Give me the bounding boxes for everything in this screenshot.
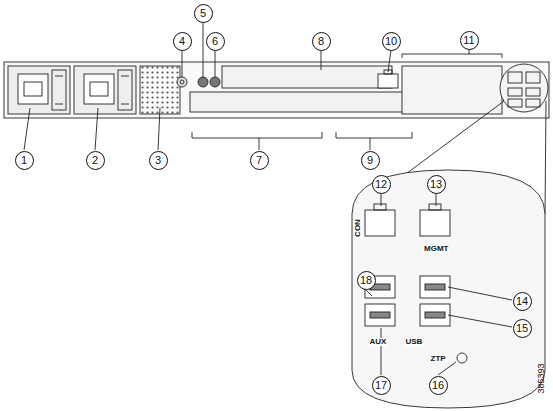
callout-number: 14 <box>513 292 532 311</box>
callout-number: 12 <box>372 175 391 194</box>
callout-number: 5 <box>194 4 213 23</box>
callout-number: 6 <box>206 32 225 51</box>
callout-number: 10 <box>382 32 401 51</box>
callout-number: 1 <box>15 151 34 170</box>
figure-number: 385393 <box>537 363 546 393</box>
callout-number: 13 <box>427 175 446 194</box>
panel-label: AUX <box>369 338 388 346</box>
callout-number: 11 <box>460 31 479 50</box>
callout-number: 2 <box>86 151 105 170</box>
callout-number: 8 <box>312 32 331 51</box>
callout-number: 4 <box>173 32 192 51</box>
callout-number: 17 <box>372 376 391 395</box>
panel-label: MGMT <box>423 245 449 253</box>
callout-number: 16 <box>429 376 448 395</box>
panel-label: CON <box>354 218 362 238</box>
callout-number: 9 <box>361 151 380 170</box>
panel-label: USB <box>405 338 424 346</box>
callout-number: 18 <box>357 271 376 290</box>
callout-number: 3 <box>149 151 168 170</box>
callout-number: 15 <box>513 319 532 338</box>
callout-number: 7 <box>250 151 269 170</box>
panel-label: ZTP <box>430 355 447 363</box>
